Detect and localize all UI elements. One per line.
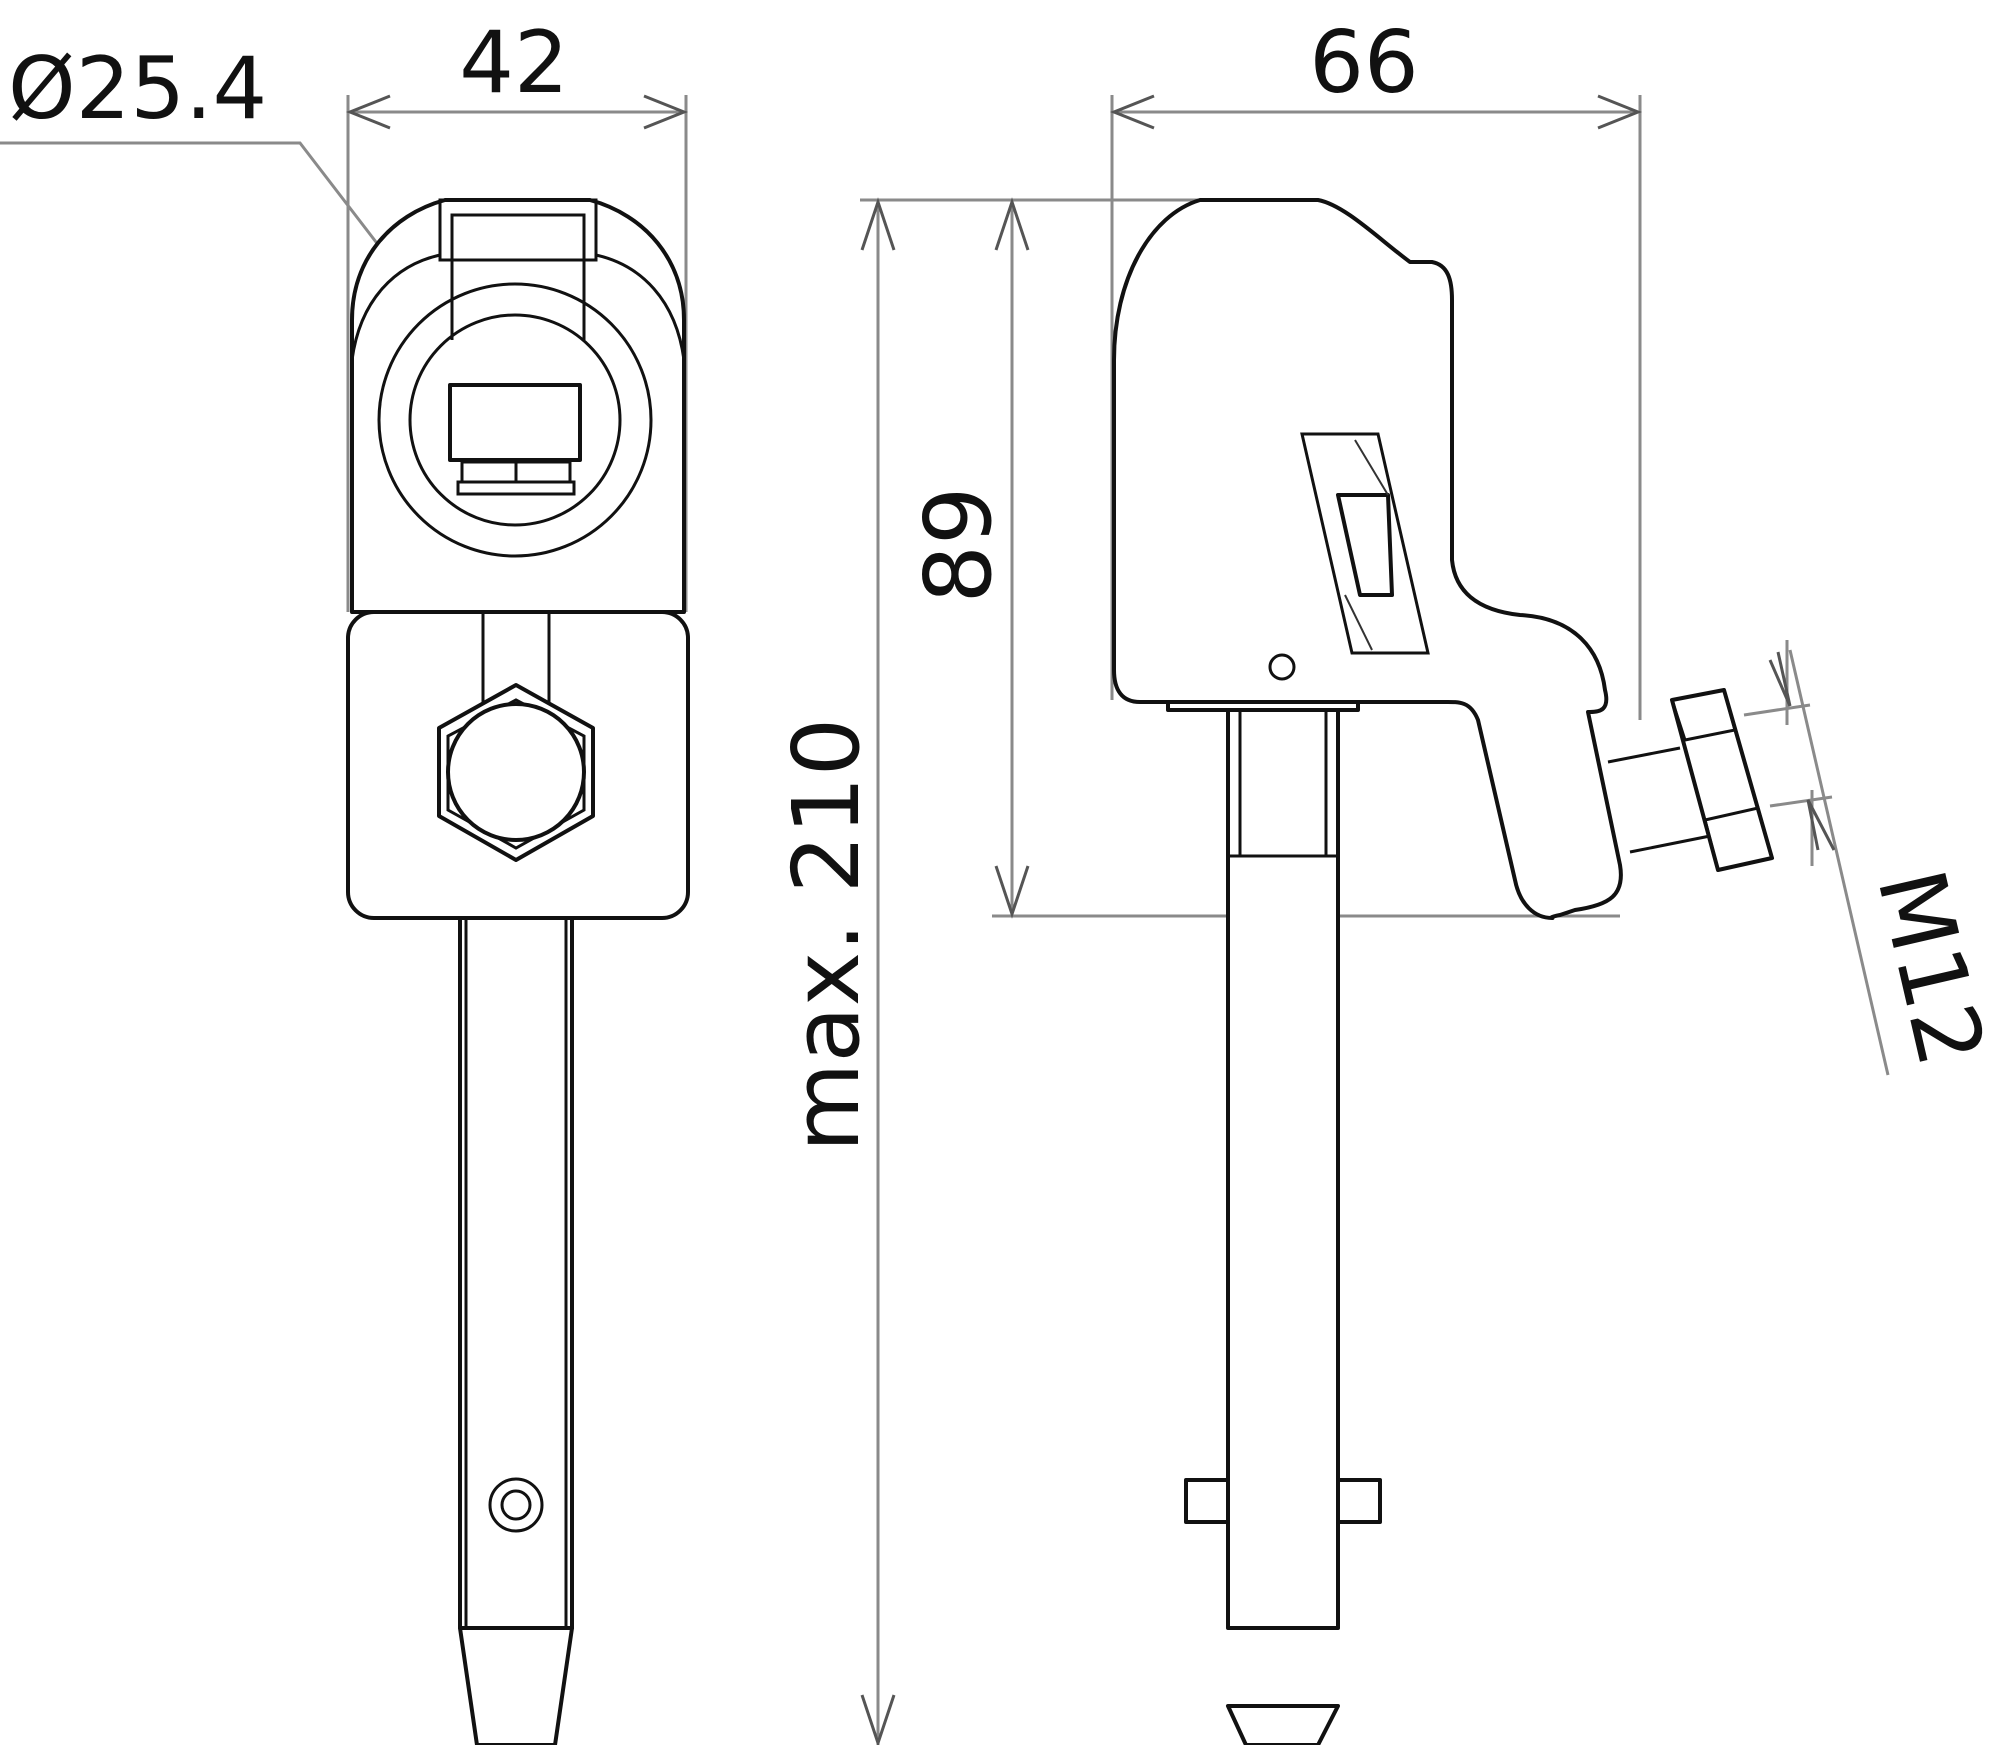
dimension-diameter: Ø25.4 (0, 39, 570, 494)
dimension-label-210: max. 210 (773, 718, 880, 1153)
dimension-label-42: 42 (459, 13, 568, 113)
front-view: 42 Ø25.4 (0, 13, 690, 1745)
logo-plate (1300, 432, 1430, 655)
pin-left (1184, 1478, 1230, 1524)
rod-side-tip (1226, 1704, 1340, 1745)
rod-hole (488, 1477, 544, 1533)
rod-tip (458, 1626, 574, 1745)
m12-screw: M12 (1607, 640, 1999, 1076)
dimension-label-m12: M12 (1856, 860, 1999, 1075)
ring-outer (377, 282, 653, 558)
dimension-210: max. 210 (773, 197, 1320, 1745)
dimension-label-89: 89 (905, 486, 1012, 603)
dimension-66: 66 (1109, 13, 1643, 720)
rod-front (458, 916, 574, 1630)
screw-head (446, 702, 586, 842)
side-hole (1268, 653, 1296, 681)
side-view: 66 M12 (1109, 13, 1999, 1745)
ring-inner (408, 313, 622, 527)
dimension-label-diameter: Ø25.4 (8, 39, 267, 139)
dimension-89: 89 (905, 197, 1620, 919)
dimension-42: 42 (345, 13, 689, 612)
logo-icon (1336, 493, 1394, 597)
rod-side (1226, 708, 1340, 1630)
dimension-label-66: 66 (1309, 13, 1418, 113)
pin-right (1336, 1478, 1382, 1524)
